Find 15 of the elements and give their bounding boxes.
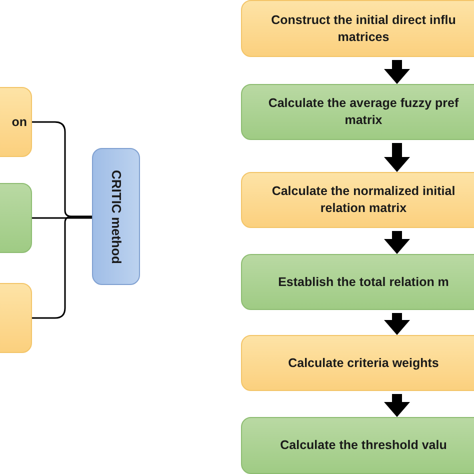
arrow <box>384 60 410 84</box>
arrow <box>384 143 410 172</box>
arrow <box>384 313 410 335</box>
process-box: Establish the total relation m <box>241 254 474 310</box>
arrow <box>384 231 410 254</box>
arrow <box>384 394 410 417</box>
process-box: Construct the initial direct influ matrices <box>241 0 474 57</box>
bracket-line <box>32 216 92 319</box>
process-box: Calculate the normalized initial relation matrix <box>241 172 474 228</box>
process-box: Calculate criteria weights <box>241 335 474 391</box>
bracket-line <box>32 217 92 219</box>
process-box: Calculate the threshold valu <box>241 417 474 474</box>
process-box: on <box>0 87 32 157</box>
method-box: CRITIC method <box>92 148 140 285</box>
process-box: Calculate the average fuzzy pref matrix <box>241 84 474 140</box>
